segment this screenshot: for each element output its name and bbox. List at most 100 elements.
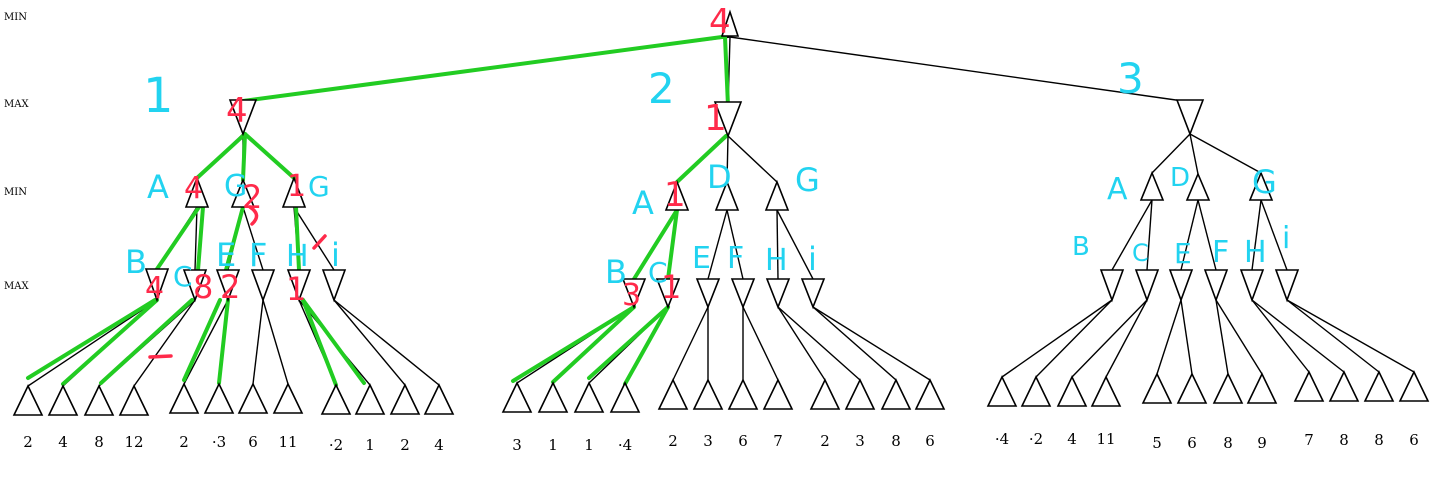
edge-min2-to-max-3 [707,209,728,280]
leaf-node-3-7 [1212,372,1244,404]
leaf-node-1-1 [12,384,44,416]
highlight-edge-15 [301,298,338,387]
edge-max3-to-leaf-8 [1215,299,1263,375]
edge-min2-to-max-6 [776,209,814,280]
edge-max3-to-leaf-11 [1286,299,1380,373]
subtree2-max-letter-b: B [605,253,627,291]
edge-min1-to-max-2 [194,206,198,271]
edge-max1-to-leaf-4 [133,299,196,387]
leaf-node-3-5 [1141,372,1173,404]
leaf-node-1-2 [47,384,79,416]
leaf-node-2-11 [880,378,912,410]
leaf-value-3-4: 11 [1096,430,1115,448]
leaf-value-1-12: 4 [434,436,444,454]
max-node-3-5 [1239,269,1265,303]
subtree3-max-letter-f: F [1212,235,1229,270]
leaf-node-3-8 [1246,372,1278,404]
max-node-2 [713,101,743,139]
subtree1-max-value: 4 [226,91,248,131]
highlight-edge-22 [587,305,670,380]
highlight-edge-11 [61,298,159,386]
leaf-value-2-11: 8 [891,432,901,450]
leaf-value-3-11: 8 [1374,431,1384,449]
subtree3-min-letter-a: A [1107,172,1128,207]
leaf-node-3-6 [1176,372,1208,404]
max-node-1-6 [321,269,347,303]
edge-min2-to-max-4 [726,209,744,280]
edge-max1-to-leaf-7 [252,299,264,385]
edge-min2-to-max-5 [776,209,779,280]
leaf-node-1-12 [423,383,455,415]
max-node-3-1 [1099,269,1125,303]
highlight-edge-14 [217,298,230,385]
root-value-annotation: 4 [709,2,731,42]
leaf-node-1-7 [237,382,269,414]
leaf-node-2-2 [537,381,569,413]
edge-max3-to-min-1 [1151,133,1191,174]
annotations: 4 1 2 3 4 A G G 4 2 1 B C E F H i 4 8 2 … [125,2,1290,359]
leaf-node-1-3 [83,384,115,416]
subtree1-max-value-c: 8 [193,268,213,306]
highlight-edge-18 [632,208,679,281]
highlight-edge-10 [26,298,157,380]
highlight-edge-9 [294,205,301,272]
highlight-edge-1 [241,35,724,103]
leaf-node-1-8 [272,382,304,414]
highlight-edge-17 [675,134,728,184]
leaf-value-1-9: ·2 [329,436,343,454]
leaf-value-3-3: 4 [1067,430,1077,448]
edge-max2-to-leaf-5 [672,306,709,381]
leaf-value-3-5: 5 [1152,434,1162,452]
subtree2-max-letter-c: C [648,256,668,289]
leaf-node-3-3 [1056,375,1088,407]
edge-max3-to-leaf-2 [1035,299,1113,378]
edge-min3-to-max-3 [1180,199,1199,271]
edge-min1-to-max-6 [293,206,335,271]
edge-max3-to-min-3 [1189,133,1262,174]
highlight-edge-8 [224,205,245,272]
subtree2-min-letter-g: G [795,161,820,199]
subtree3-max-letter-i: i [1282,221,1290,256]
leaf-node-3-11 [1363,370,1395,402]
edge-root-to-max-3 [729,36,1191,103]
leaf-value-1-8: 11 [278,433,297,451]
subtree3-max-letter-c: C [1132,239,1149,267]
subtree2-max-value-b: 3 [622,278,641,313]
subtree1-max-letter-h: H [286,239,309,274]
max-node-2-4 [730,278,756,310]
leaf-node-2-5 [657,378,689,410]
subtree3-min-letter-d: D [1170,163,1190,193]
highlight-edge-23 [623,305,670,386]
subtree2-max-letter-i: i [808,240,817,278]
leaf-node-2-4 [609,381,641,413]
subtree-number-3: 3 [1117,54,1144,103]
max-node-3-2 [1134,269,1160,303]
subtree1-max-value-h: 1 [286,270,306,308]
highlight-edge-2 [723,35,730,108]
edge-min3-to-max-1 [1111,199,1153,271]
edge-max3-to-leaf-4 [1105,299,1148,378]
max-node-1-5 [286,269,312,303]
subtree3-max-letter-h: H [1244,235,1267,270]
highlight-edge-16 [301,298,366,385]
edge-max3-to-leaf-10 [1251,299,1345,373]
leaf-node-2-9 [809,378,841,410]
subtree1-min-letter-a: A [147,168,169,206]
subtree1-min-value-b: 2 [242,178,262,216]
highlight-edge-6 [155,205,201,271]
leaf-value-3-1: ·4 [995,430,1009,448]
highlight-edge-7 [196,205,205,272]
leaf-value-2-6: 3 [703,432,713,450]
subtree1-min-letter-c: G [308,170,330,203]
leaf-node-3-12 [1398,370,1430,402]
edge-max3-to-leaf-3 [1071,299,1148,378]
subtree1-max-letter-b: B [125,243,147,281]
edge-max2-to-min-2 [726,135,729,183]
subtree1-max-letter-i: i [331,236,340,274]
max-node-2-5 [765,278,791,310]
leaf-node-3-1 [986,375,1018,407]
min-node-1-2 [230,177,256,208]
edge-max2-to-leaf-8 [742,306,779,381]
leaf-value-2-12: 6 [925,432,935,450]
edge-max3-to-leaf-12 [1286,299,1415,373]
